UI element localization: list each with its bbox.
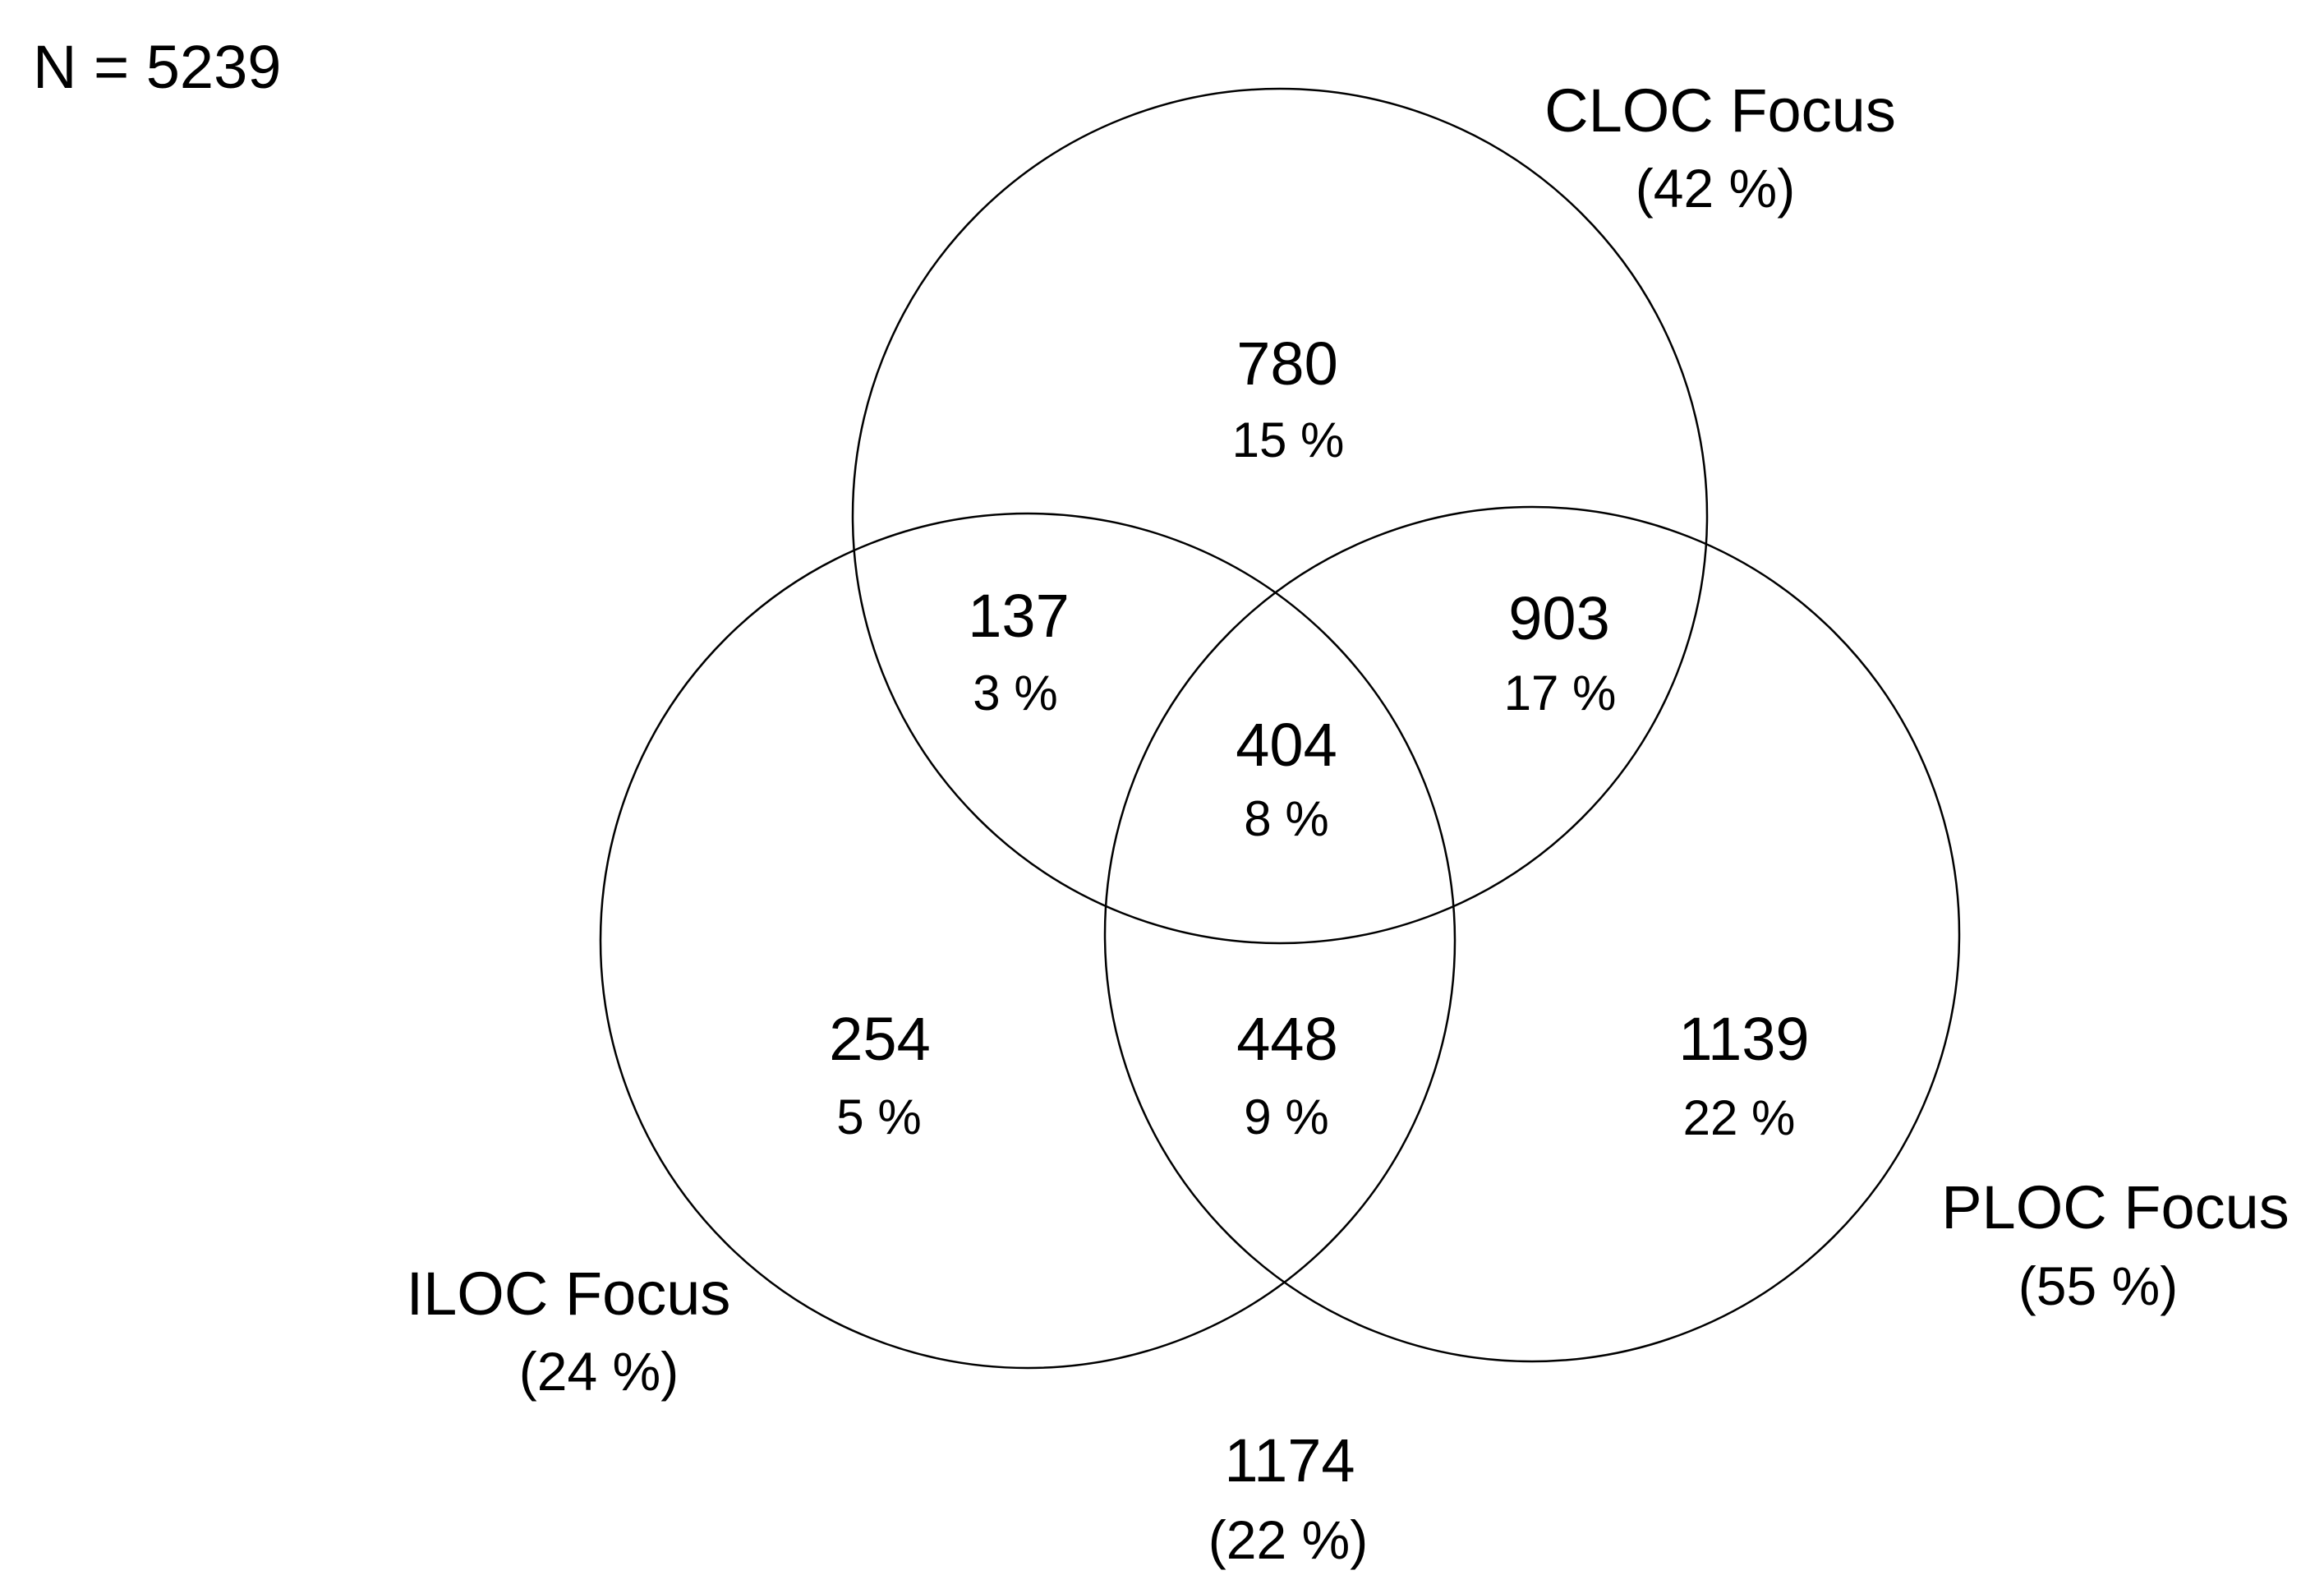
region-outside-percent: (22 %) <box>1208 1509 1368 1570</box>
iloc-set-label: ILOC Focus <box>407 1260 731 1328</box>
ploc-circle <box>1103 505 1961 1363</box>
region-cloc-iloc-count: 137 <box>968 582 1069 650</box>
region-cloc-iloc-percent: 3 % <box>973 666 1057 721</box>
iloc-circle <box>599 512 1457 1370</box>
region-cloc-ploc-percent: 17 % <box>1504 666 1617 721</box>
ploc-set-percent: (55 %) <box>2018 1255 2178 1316</box>
region-outside-count: 1174 <box>1224 1426 1355 1495</box>
cloc-circle <box>851 87 1709 945</box>
region-cloc-only-percent: 15 % <box>1232 412 1345 467</box>
region-iloc-ploc-percent: 9 % <box>1244 1089 1328 1145</box>
region-cloc-ploc-count: 903 <box>1508 584 1609 652</box>
cloc-set-percent: (42 %) <box>1636 158 1795 219</box>
total-n-label: N = 5239 <box>33 33 281 101</box>
region-cloc-only-count: 780 <box>1236 329 1337 398</box>
region-all-three-count: 404 <box>1236 711 1337 779</box>
region-iloc-only-count: 254 <box>829 1005 930 1073</box>
ploc-set-label: PLOC Focus <box>1941 1173 2289 1241</box>
region-iloc-ploc-count: 448 <box>1236 1005 1337 1073</box>
region-iloc-only-percent: 5 % <box>836 1089 921 1145</box>
iloc-set-percent: (24 %) <box>519 1341 679 1402</box>
region-all-three-percent: 8 % <box>1244 791 1328 846</box>
cloc-set-label: CLOC Focus <box>1544 76 1896 145</box>
region-ploc-only-percent: 22 % <box>1683 1090 1796 1145</box>
region-ploc-only-count: 1139 <box>1678 1005 1809 1073</box>
